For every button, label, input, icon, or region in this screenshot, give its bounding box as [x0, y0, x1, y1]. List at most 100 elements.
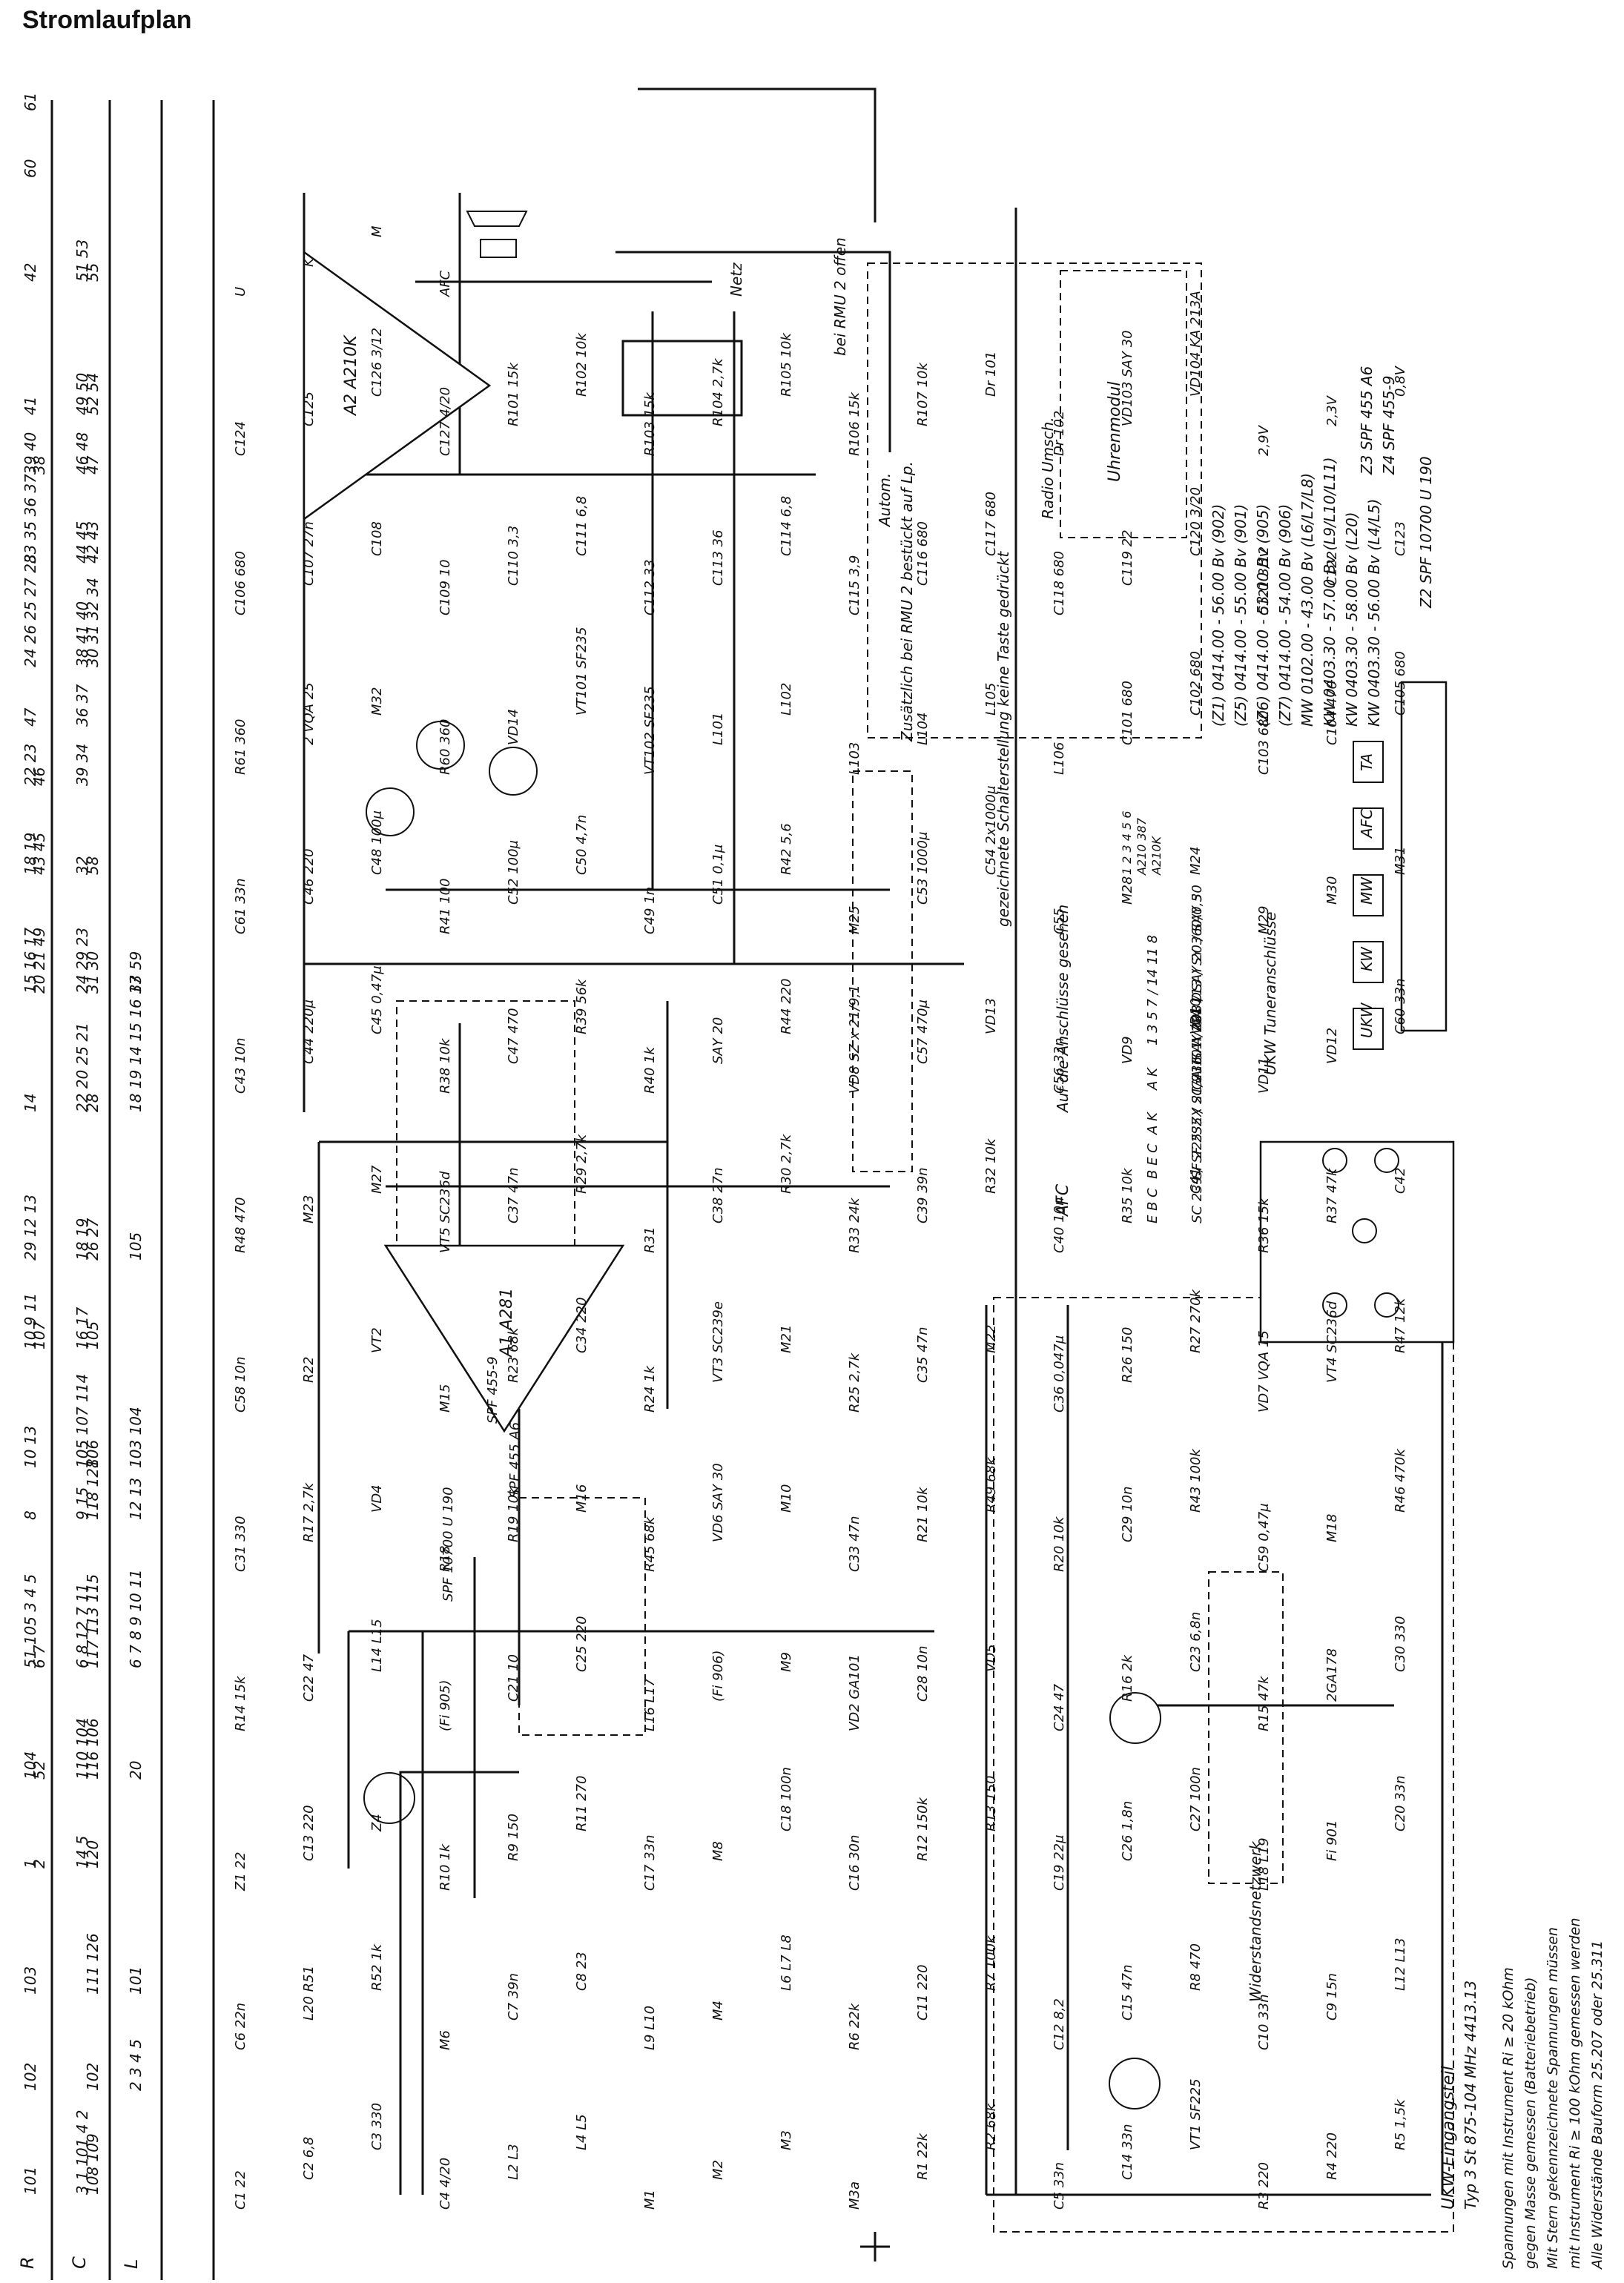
component-label: M3: [779, 2130, 794, 2150]
component-label: R36 15k: [1256, 1197, 1272, 1253]
component-label: AFC: [438, 270, 453, 297]
component-label: C121 3/12: [1256, 546, 1272, 615]
component-label: M: [369, 225, 385, 237]
grid-label-c: 3 1 101 4 2: [73, 2109, 91, 2195]
component-label: C101 680: [1120, 681, 1135, 745]
band-entry: KW 0403.30 - 56.00 Bv (L4/L5): [1365, 499, 1383, 727]
component-label: L9 L10: [642, 2006, 658, 2050]
grid-label-l: 103 104: [127, 1407, 145, 1468]
component-label: R103 15k: [642, 391, 658, 456]
component-label: R3 220: [1256, 2162, 1272, 2210]
component-label: R61 360: [233, 719, 248, 776]
component-label: C7 39n: [506, 1973, 521, 2021]
component-label: VD5: [983, 1644, 999, 1672]
component-label: C49 1n: [642, 887, 658, 934]
component-label: C20 33n: [1393, 1775, 1408, 1831]
component-label: C126 3/12: [369, 328, 385, 397]
component-label: 2 VQA 25: [301, 682, 317, 745]
component-label: C45 0,47μ: [369, 965, 385, 1034]
grid-label-c: 44 45: [73, 521, 91, 564]
component-label: C18 100n: [779, 1767, 794, 1831]
module-label-spf2: SPF 455-9: [485, 1356, 501, 1424]
switch-label: AFC: [1358, 809, 1376, 839]
grid-label-r: 51 105 3 4 5: [22, 1574, 39, 1668]
grid-label-l: 20: [127, 1761, 145, 1780]
component-label: R46 470k: [1393, 1448, 1408, 1513]
module-label-autom: Autom.: [876, 473, 894, 528]
component-label: C8 23: [574, 1952, 590, 1991]
module-label-schalter: gezeichnete Schalterstellung keine Taste…: [994, 551, 1012, 927]
component-label: L16 L17: [642, 1678, 658, 1731]
component-label: R48 470: [233, 1197, 248, 1254]
component-label: Z4: [369, 1814, 385, 1832]
grid-label-c: 39 34: [73, 744, 91, 786]
component-label: R16 2k: [1120, 1653, 1135, 1702]
module-outlines: [396, 262, 1454, 2233]
grid-label-r: 1: [22, 1859, 39, 1869]
component-label: C106 680: [233, 551, 248, 615]
grid-label-c2: 42 43: [84, 521, 102, 564]
grid-label-r: 8: [22, 1510, 39, 1520]
component-label: VT2: [369, 1327, 385, 1353]
switch-label: TA: [1358, 753, 1376, 771]
grid-label-c: 46 48: [73, 432, 91, 475]
component-label: R11 270: [574, 1776, 590, 1832]
grid-label-r2: 38: [30, 456, 48, 475]
component-label: C33 47n: [847, 1516, 862, 1572]
component-label: M2: [710, 2160, 726, 2180]
component-label: C108: [369, 521, 385, 556]
component-label: R102 10k: [574, 332, 590, 397]
grid-label-c: 110 104: [73, 1718, 91, 1780]
component-label: C12 8,2: [1052, 1998, 1067, 2050]
component-label: C54 2x1000μ: [983, 785, 999, 875]
component-label: VD8 SZ x 21/9,1: [847, 985, 862, 1094]
component-label: Dr 102: [1052, 411, 1067, 456]
footnote: Mit Stern gekennzeichnete Spannungen müs…: [1545, 1927, 1561, 2269]
component-label: C25 220: [574, 1616, 590, 1672]
component-label: C104 470: [1324, 681, 1340, 745]
ic-table-cell: A210K: [1149, 836, 1163, 876]
band-entry: (Z1) 0414.00 - 56.00 Bv (902): [1209, 504, 1227, 727]
component-label: R52 1k: [369, 1943, 385, 1991]
module-label-anschluss: Auf die Anschlüsse gesehen: [1054, 905, 1072, 1114]
component-label: R24 1k: [642, 1364, 658, 1413]
module-label-afc: AFC: [1054, 1183, 1072, 1218]
component-label: C3 330: [369, 2103, 385, 2150]
semi-pinout: A K: [1145, 1067, 1161, 1091]
component-label: R105 10k: [779, 332, 794, 397]
grid-label-r2: 43 45: [30, 833, 48, 875]
component-label: C58 10n: [233, 1356, 248, 1413]
schematic-wiring: [303, 87, 1444, 2196]
component-label: C28 10n: [915, 1645, 931, 1702]
component-label: C14 33n: [1120, 2124, 1135, 2180]
component-label: R101 15k: [506, 362, 521, 426]
component-label: R4 220: [1324, 2132, 1340, 2180]
component-label: C102 680: [1188, 651, 1204, 716]
component-label: R9 150: [506, 1814, 521, 1861]
component-label: M10: [779, 1484, 794, 1513]
module-label-a1: A1 A281: [498, 1288, 516, 1358]
component-label: M27: [369, 1165, 385, 1194]
component-label: C34 220: [574, 1297, 590, 1353]
component-label: L105: [983, 683, 999, 716]
semi-types: SC 239 / SF 235 / SC 236: [1189, 1057, 1205, 1223]
component-label: C120 3/20: [1188, 487, 1204, 556]
module-label-spf3: SPF 10700 U 190: [440, 1487, 456, 1602]
band-entry: (Z5) 0414.00 - 55.00 Bv (901): [1232, 504, 1250, 727]
grid-label-c2: 105: [84, 1321, 102, 1349]
component-label: C9 15n: [1324, 1973, 1340, 2021]
component-label: K: [301, 257, 317, 267]
component-label: C125: [301, 391, 317, 426]
component-label: C16 30n: [847, 1834, 862, 1891]
grid-label-r: 102: [22, 2063, 39, 2091]
component-label: M31: [1393, 847, 1408, 875]
component-label: R2 68k: [983, 2102, 999, 2150]
semi-types: GA 101 / GA 113 / SY 360/0,5: [1189, 893, 1205, 1090]
grid-label-c: 6 8 12 7 11: [73, 1583, 91, 1668]
grid-label-r: 103: [22, 1966, 39, 1995]
grid-label-r: 39 40: [22, 432, 39, 475]
grid-label-c2: 52 54: [84, 373, 102, 415]
component-label: R21 10k: [915, 1486, 931, 1542]
